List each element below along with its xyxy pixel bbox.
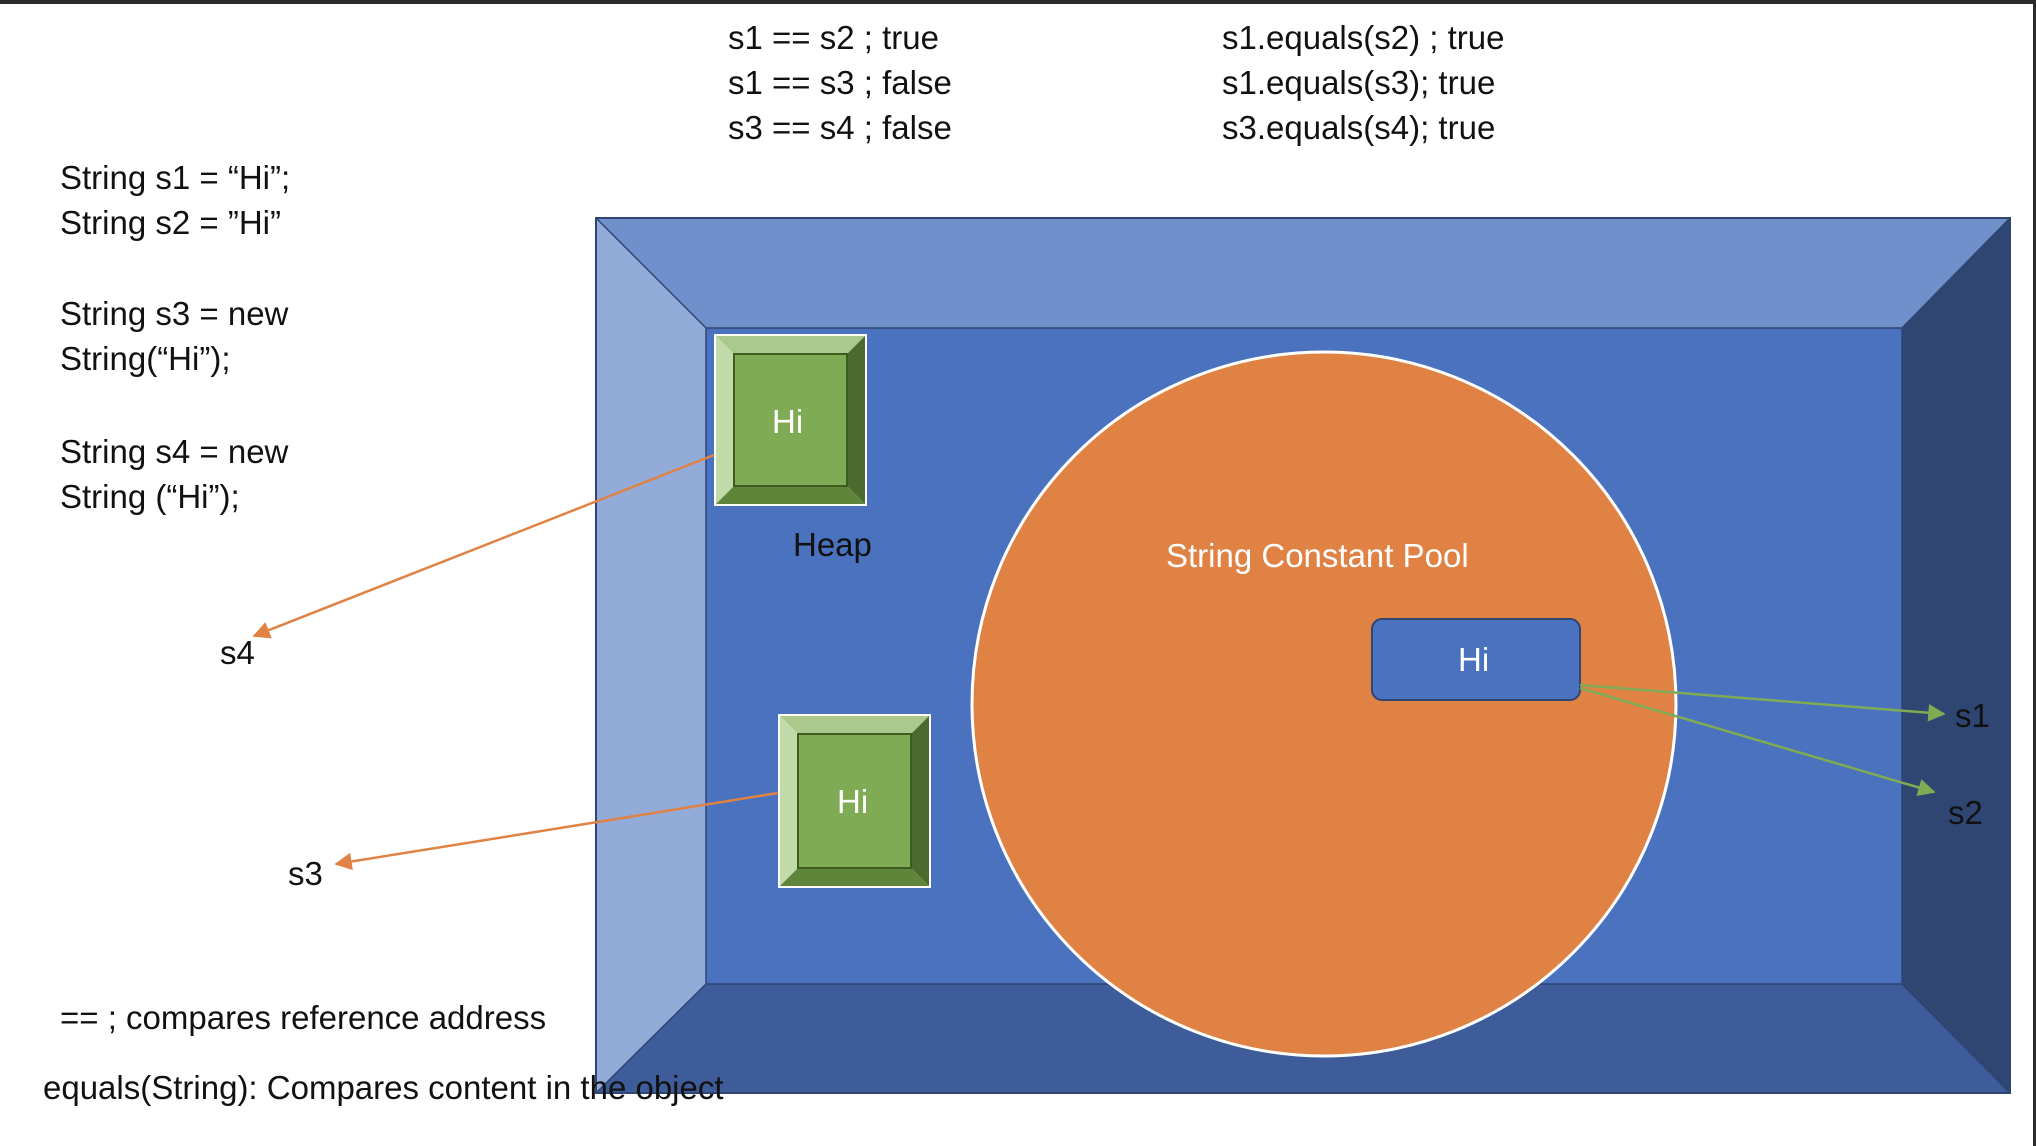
code-s4-declaration-line2: String (“Hi”); — [60, 478, 240, 515]
pool-hi-object — [1371, 618, 1581, 701]
heap-frame-right-bevel — [1902, 218, 2010, 1093]
reference-comparison-2: s1 == s3 ; false — [728, 64, 952, 101]
code-s3-declaration-line2: String(“Hi”); — [60, 340, 231, 377]
heap-object-top-label: Hi — [772, 403, 804, 440]
reference-comparison-3: s3 == s4 ; false — [728, 109, 952, 146]
equals-comparison-2: s1.equals(s3); true — [1222, 64, 1496, 101]
code-s1-declaration: String s1 = “Hi”; — [60, 159, 291, 196]
reference-comparison-1: s1 == s2 ; true — [728, 19, 939, 56]
pool-label: String Constant Pool — [1166, 537, 1469, 574]
string-constant-pool — [970, 350, 1678, 1058]
equals-note: equals(String): Compares content in the … — [43, 1069, 724, 1106]
window-top-border — [0, 0, 2036, 4]
pool-object-label: Hi — [1458, 641, 1490, 678]
heap-frame-top-bevel — [596, 218, 2010, 328]
arrow-s4-reference — [252, 453, 715, 639]
variable-s2: s2 — [1948, 794, 1983, 831]
heap-label: Heap — [793, 526, 872, 563]
arrow-s3-reference — [334, 791, 779, 871]
variable-s3: s3 — [288, 855, 323, 892]
variable-s1: s1 — [1955, 697, 1990, 734]
heap-object-bottom-label: Hi — [837, 783, 869, 820]
window-right-border — [2033, 0, 2036, 1146]
heap-frame-left-bevel — [596, 218, 706, 1093]
equals-comparison-1: s1.equals(s2) ; true — [1222, 19, 1505, 56]
arrow-s2-reference — [1579, 686, 1936, 796]
reference-note: == ; compares reference address — [60, 999, 547, 1036]
heap-hi-object-bottom — [778, 714, 931, 888]
heap-hi-object-top — [714, 334, 867, 506]
code-s3-declaration-line1: String s3 = new — [60, 295, 289, 332]
variable-s4: s4 — [220, 634, 255, 671]
code-s2-declaration: String s2 = ”Hi” — [60, 204, 281, 241]
arrow-s1-reference — [1579, 683, 1946, 722]
equals-comparison-3: s3.equals(s4); true — [1222, 109, 1496, 146]
code-s4-declaration-line1: String s4 = new — [60, 433, 289, 470]
